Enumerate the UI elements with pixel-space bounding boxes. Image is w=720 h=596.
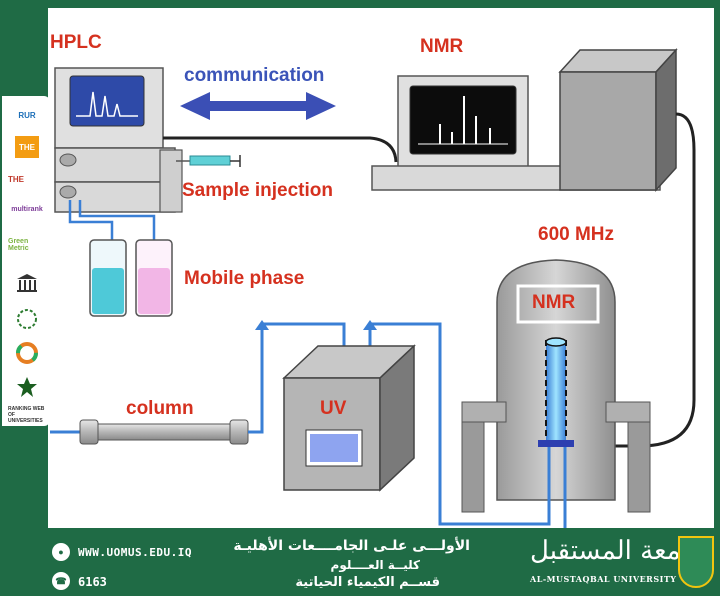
- hplc-knob-lower: [59, 185, 77, 199]
- hplc-pump-module: [54, 147, 176, 183]
- syringe-icon: [176, 155, 241, 167]
- field-strength-label: 600 MHz: [538, 224, 615, 245]
- hplc-label: HPLC: [50, 32, 102, 53]
- university-crest: [678, 536, 714, 588]
- magnet-label: NMR: [532, 292, 576, 313]
- nmr-magnet: [461, 259, 651, 513]
- rur-logo: RUR: [18, 110, 36, 120]
- probe-base-plate: [538, 440, 574, 447]
- multirank-logo: multirank: [11, 205, 43, 213]
- mobile-phase-line-a: [68, 200, 114, 246]
- university-name-arabic: جامعة المستقبل: [530, 536, 705, 566]
- communication-arrow: [180, 92, 336, 120]
- magnet-stand-left-foot: [461, 401, 507, 423]
- nmr-cabinet-side: [655, 48, 677, 192]
- magnet-label-box: [516, 284, 600, 324]
- nmr-console: [371, 48, 678, 192]
- hplc-knob-upper: [59, 153, 77, 167]
- lc-nmr-diagram: [50, 48, 696, 530]
- solvent-reservoir-a: [89, 239, 127, 317]
- flow-arrow-out-uv: [363, 320, 377, 330]
- uv-box-side: [379, 344, 415, 492]
- wreath-logo: [8, 308, 46, 330]
- sample-injection-label: Sample injection: [182, 180, 333, 201]
- sdg-wheel-logo: [8, 342, 46, 364]
- hplc-screen: [69, 75, 145, 127]
- institution-building-logo: [8, 272, 46, 294]
- top-frame-bar: [0, 0, 720, 8]
- slogan-arabic: الأولـــى علـى الجامــــعات الأهليـة: [233, 538, 470, 554]
- department-arabic: قســم الكيمياء الحياتية: [295, 575, 440, 590]
- website-text[interactable]: WWW.UOMUS.EDU.IQ: [78, 546, 192, 559]
- right-frame-bar: [714, 0, 720, 540]
- hplc-instrument: [54, 67, 183, 213]
- the-logo: THE: [15, 136, 39, 158]
- solvent-reservoir-b: [135, 239, 173, 317]
- the-impact-logo: THE: [8, 174, 24, 184]
- phone-icon: ☎: [52, 572, 70, 590]
- hplc-column: [50, 419, 249, 445]
- globe-icon: ●: [52, 543, 70, 561]
- uv-window: [310, 434, 358, 462]
- column-label: column: [126, 398, 194, 419]
- flow-probe: [546, 340, 566, 440]
- greenmetric-logo: Green Metric: [8, 238, 29, 252]
- webometrics-logo: RANKING WEB OF UNIVERSITIES: [8, 406, 45, 424]
- flow-arrow-up: [255, 320, 269, 330]
- ranking-logo-strip: RUR THE THE multirank Green Metric RANKI…: [2, 96, 50, 426]
- university-name-english: AL-MUSTAQBAL UNIVERSITY: [530, 574, 677, 584]
- college-arabic: كليــة العــــلوم: [330, 558, 420, 572]
- probe-top: [545, 337, 567, 347]
- uv-detector: [282, 344, 416, 492]
- phone-number: 6163: [78, 575, 107, 589]
- uv-label: UV: [320, 398, 347, 419]
- data-cable-hplc-nmr: [163, 136, 398, 163]
- arab-ranking-logo: [8, 376, 46, 398]
- nmr-spectrum-peaks: [418, 96, 508, 145]
- communication-label: communication: [184, 65, 325, 86]
- mobile-phase-label: Mobile phase: [184, 268, 305, 289]
- mobile-phase-line-b: [78, 200, 156, 246]
- footer-bar: ● WWW.UOMUS.EDU.IQ ☎ 6163 الأولـــى علـى…: [0, 528, 720, 596]
- hplc-side-panel: [159, 149, 183, 213]
- chromatogram-trace: [76, 91, 138, 117]
- magnet-stand-right-foot: [605, 401, 651, 423]
- nmr-cabinet-front: [559, 71, 657, 191]
- nmr-console-label: NMR: [420, 36, 464, 57]
- cable-console-magnet: [612, 112, 696, 448]
